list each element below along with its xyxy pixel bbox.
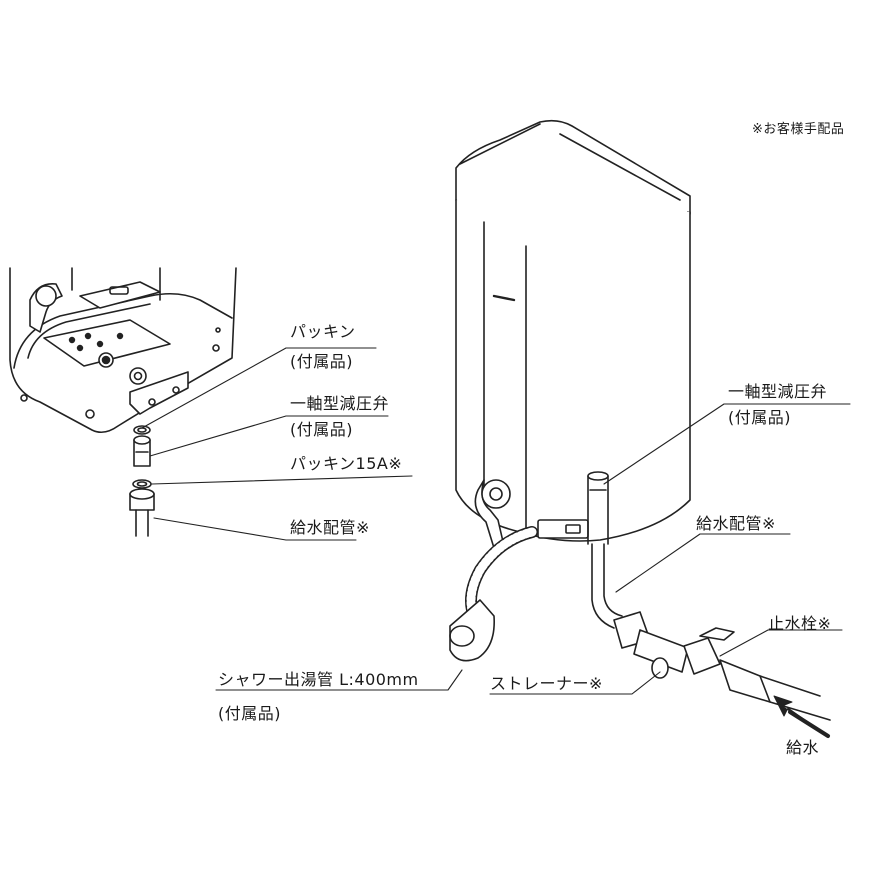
label-pressure-reducing-valve-left-accessory: (付属品) [290, 420, 353, 439]
heater-underside-detail [9, 267, 237, 434]
label-supply-pipe-left: 給水配管※ [290, 518, 370, 537]
right-supply-assembly [587, 471, 831, 721]
label-packing: パッキン [290, 322, 356, 341]
right-leader-lines [215, 403, 851, 695]
left-leader-lines [141, 347, 413, 541]
water-supply-arrow-shaft [788, 710, 830, 738]
label-packing-accessory: (付属品) [290, 352, 353, 371]
water-heater-body [455, 119, 691, 549]
label-water-supply: 給水 [786, 738, 820, 757]
label-packing-15a: パッキン15A※ [290, 454, 403, 473]
label-shower-pipe: シャワー出湯管 L:400mm [218, 670, 419, 689]
label-strainer: ストレーナー※ [490, 674, 603, 693]
label-stop-valve: 止水栓※ [768, 614, 832, 633]
left-exploded-parts [129, 425, 155, 537]
label-pressure-reducing-valve-left: 一軸型減圧弁 [290, 394, 390, 413]
customer-supplied-note: ※お客様手配品 [752, 122, 845, 137]
label-shower-pipe-accessory: (付属品) [218, 704, 281, 723]
shower-hose [449, 526, 538, 662]
water-supply-arrow [773, 695, 829, 737]
label-pressure-reducing-valve-right-accessory: (付属品) [728, 408, 791, 427]
label-pressure-reducing-valve-right: 一軸型減圧弁 [728, 382, 828, 401]
label-supply-pipe-right: 給水配管※ [696, 514, 776, 533]
